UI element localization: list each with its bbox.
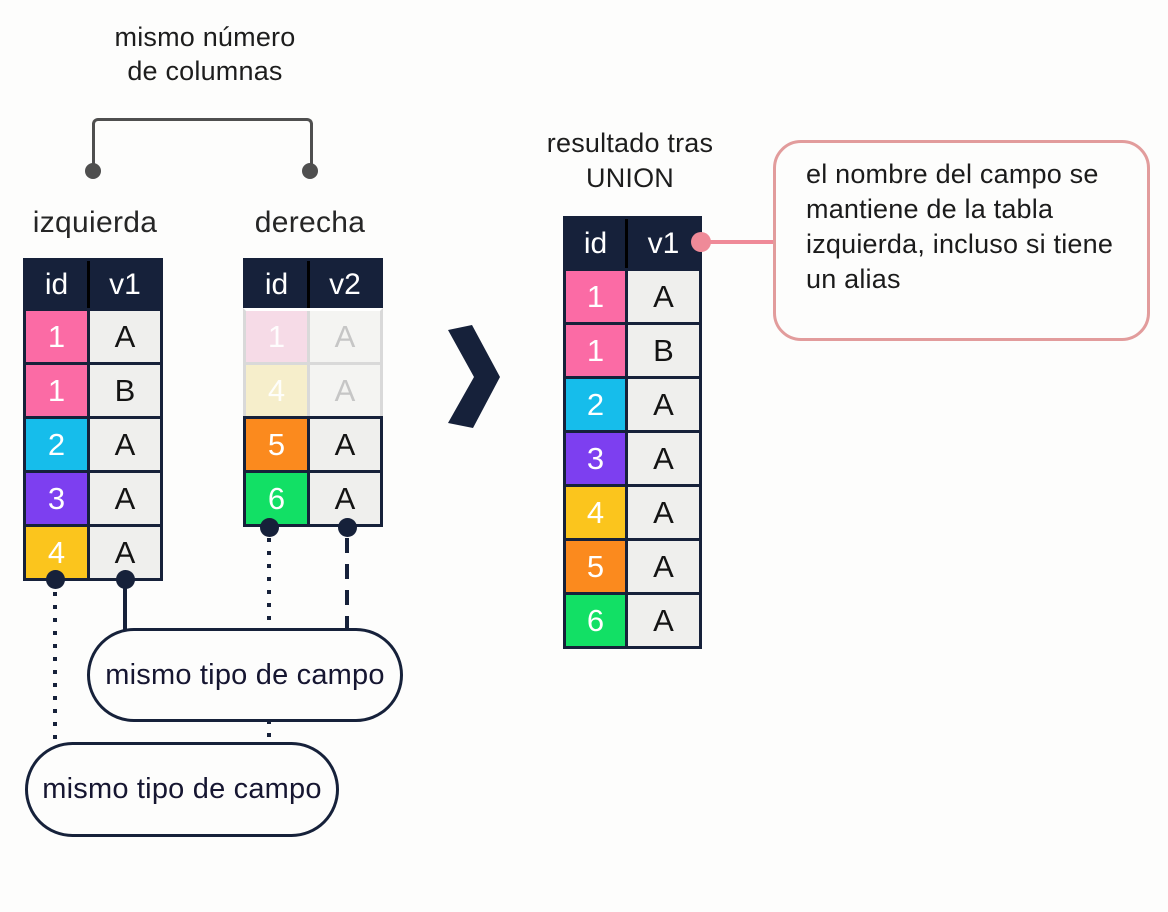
result-row3-v: A — [625, 433, 699, 484]
left-v1-solid-line — [123, 588, 127, 630]
same-columns-line1: mismo número — [114, 22, 296, 52]
left-id-column-dot — [46, 570, 65, 589]
left-table: id v1 1 A 1 B 2 A 3 A 4 A — [23, 258, 163, 581]
left-row2-id: 2 — [26, 419, 87, 470]
bubble-connector-dot — [691, 232, 711, 252]
table-row-faded: 1 A — [243, 308, 383, 365]
result-row5-id: 5 — [566, 541, 625, 592]
result-row6-v: A — [625, 595, 699, 646]
left-row4-id: 4 — [26, 527, 87, 578]
table-row: 5 A — [243, 416, 383, 473]
same-field-type-pill-upper: mismo tipo de campo — [87, 628, 403, 722]
right-v2-column-dot — [338, 518, 357, 537]
table-row: 5 A — [563, 538, 702, 595]
right-id-column-dot — [260, 518, 279, 537]
table-row: 2 A — [23, 416, 163, 473]
left-v1-column-dot — [116, 570, 135, 589]
same-columns-line2: de columnas — [127, 56, 283, 86]
bracket-connector — [92, 118, 313, 173]
result-row0-id: 1 — [566, 271, 625, 322]
result-title: resultado tras UNION — [510, 126, 750, 196]
table-row: 4 A — [563, 484, 702, 541]
table-row: 6 A — [563, 592, 702, 649]
left-row0-v: A — [87, 311, 160, 362]
result-row2-v: A — [625, 379, 699, 430]
same-field-type-pill-lower: mismo tipo de campo — [25, 742, 339, 837]
right-v2-dashed-line — [345, 538, 349, 630]
result-row3-id: 3 — [566, 433, 625, 484]
left-id-dotted-line — [53, 592, 57, 742]
right-table-label: derecha — [254, 206, 366, 239]
result-row4-v: A — [625, 487, 699, 538]
left-row3-id: 3 — [26, 473, 87, 524]
left-row0-id: 1 — [26, 311, 87, 362]
table-row: 4 A — [23, 524, 163, 581]
chevron-right-icon — [448, 325, 500, 428]
right-row1-id: 4 — [246, 365, 307, 416]
left-row3-v: A — [87, 473, 160, 524]
result-row6-id: 6 — [566, 595, 625, 646]
table-row: 1 B — [23, 362, 163, 419]
field-name-note-bubble: el nombre del campo se mantiene de la ta… — [773, 140, 1150, 341]
right-row3-id: 6 — [246, 473, 307, 524]
right-row0-id: 1 — [246, 311, 307, 362]
right-header-id: id — [246, 261, 307, 308]
result-title-line2: UNION — [586, 163, 674, 193]
left-header-id: id — [26, 261, 87, 308]
left-row1-id: 1 — [26, 365, 87, 416]
right-row0-v: A — [307, 311, 380, 362]
table-row: 1 A — [563, 268, 702, 325]
result-row2-id: 2 — [566, 379, 625, 430]
right-table-header-row: id v2 — [243, 258, 383, 311]
result-row1-id: 1 — [566, 325, 625, 376]
right-row3-v: A — [307, 473, 380, 524]
table-row: 1 B — [563, 322, 702, 379]
result-table: id v1 1 A 1 B 2 A 3 A 4 A 5 A 6 A — [563, 216, 702, 649]
right-row1-v: A — [307, 365, 380, 416]
table-row: 1 A — [23, 308, 163, 365]
right-row2-v: A — [307, 419, 380, 470]
left-header-v1: v1 — [87, 261, 160, 308]
table-row: 2 A — [563, 376, 702, 433]
result-row0-v: A — [625, 271, 699, 322]
same-columns-annotation: mismo número de columnas — [40, 20, 370, 88]
left-row1-v: B — [87, 365, 160, 416]
result-header-id: id — [566, 219, 625, 268]
bracket-dot-right — [302, 163, 318, 179]
left-row2-v: A — [87, 419, 160, 470]
result-row5-v: A — [625, 541, 699, 592]
table-row: 6 A — [243, 470, 383, 527]
result-header-v1: v1 — [625, 219, 699, 268]
left-table-header-row: id v1 — [23, 258, 163, 311]
table-row: 3 A — [23, 470, 163, 527]
bracket-dot-left — [85, 163, 101, 179]
right-header-v2: v2 — [307, 261, 380, 308]
result-row4-id: 4 — [566, 487, 625, 538]
bubble-connector-line — [705, 240, 775, 244]
result-table-header-row: id v1 — [563, 216, 702, 271]
result-title-line1: resultado tras — [546, 128, 714, 158]
table-row-faded: 4 A — [243, 362, 383, 419]
left-row4-v: A — [87, 527, 160, 578]
result-row1-v: B — [625, 325, 699, 376]
left-table-label: izquierda — [32, 206, 158, 239]
table-row: 3 A — [563, 430, 702, 487]
right-table: id v2 1 A 4 A 5 A 6 A — [243, 258, 383, 527]
right-row2-id: 5 — [246, 419, 307, 470]
